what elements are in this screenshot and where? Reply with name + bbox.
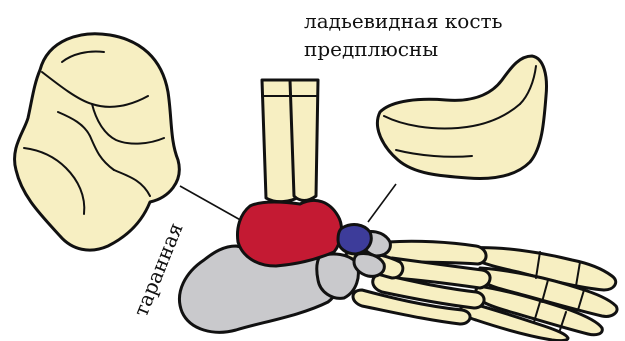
navicular-detail-illustration bbox=[377, 56, 546, 178]
talus-detail-illustration bbox=[15, 34, 180, 250]
cuboid-bone bbox=[317, 254, 359, 298]
navicular-leader-line bbox=[368, 184, 396, 222]
navicular-bone-highlight bbox=[338, 225, 371, 254]
navicular-detail-bone bbox=[377, 56, 546, 178]
navicular-label-line1: ладьевидная кость bbox=[304, 9, 503, 33]
navicular-label-line2: предплюсны bbox=[304, 37, 438, 61]
talus-leader-line bbox=[180, 186, 244, 222]
talus-bone-highlight bbox=[238, 200, 342, 266]
fibula-bone bbox=[290, 80, 318, 201]
